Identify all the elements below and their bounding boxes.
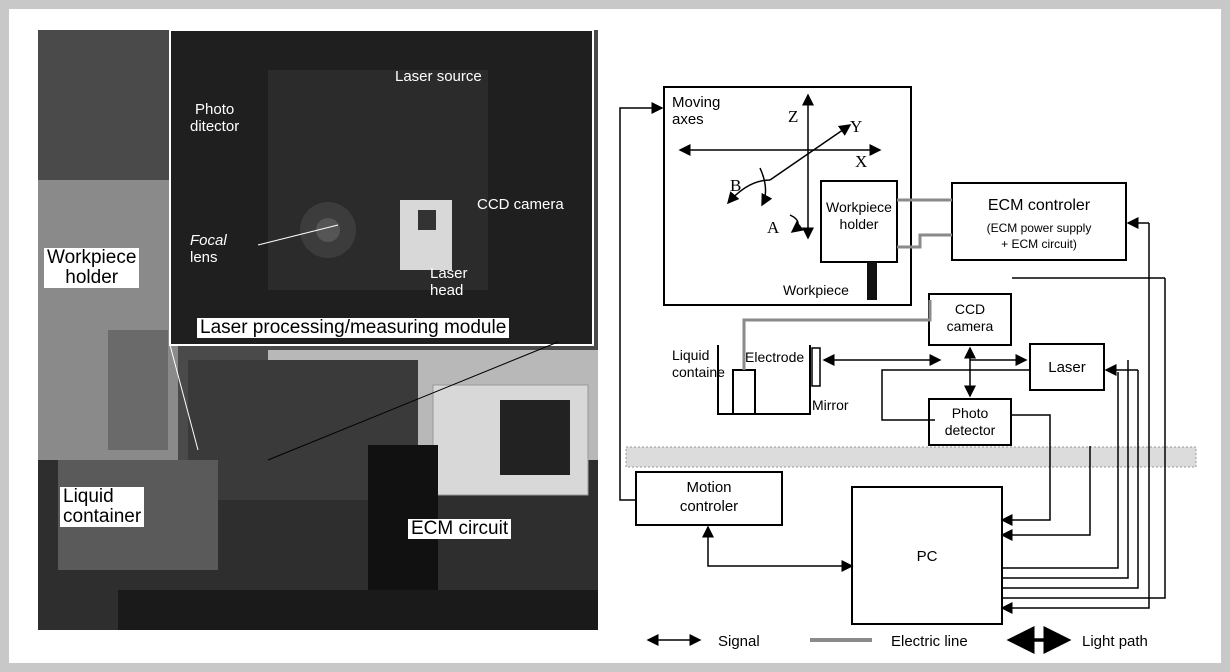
ecm-controler-sub2: + ECM circuit) <box>1001 237 1077 251</box>
electrode-label: Electrode <box>745 349 804 365</box>
workpiece-holder-label-2: holder <box>840 216 879 232</box>
axis-z-label: Z <box>788 107 798 126</box>
photo-detector-label: Photo <box>952 405 989 421</box>
moving-axes-label: Moving <box>672 94 720 111</box>
axis-y-label: Y <box>850 117 862 136</box>
axis-b-label: B <box>730 176 741 195</box>
legend: Signal Electric line Light path <box>648 633 1148 650</box>
legend-signal: Signal <box>718 633 760 650</box>
legend-light-path: Light path <box>1082 633 1148 650</box>
workpiece-label: Workpiece <box>783 282 849 298</box>
ccd-camera-label: CCD <box>955 301 985 317</box>
mirror <box>812 348 820 386</box>
workpiece-holder-label: Workpiece <box>826 199 892 215</box>
mirror-label: Mirror <box>812 397 849 413</box>
pc-label: PC <box>917 548 938 565</box>
axis-a-label: A <box>767 218 780 237</box>
ecm-controler-sub1: (ECM power supply <box>987 221 1092 235</box>
dotted-band <box>626 447 1196 467</box>
electrode <box>733 370 755 414</box>
ccd-camera-label-2: camera <box>947 318 994 334</box>
moving-axes-label-2: axes <box>672 111 704 128</box>
motion-controler-label-2: controler <box>680 498 738 515</box>
photo-detector-label-2: detector <box>945 422 996 438</box>
axis-x-label: X <box>855 152 867 171</box>
liquid-container-label: Liquid <box>672 347 709 363</box>
liquid-container-label-2: containe <box>672 364 725 380</box>
workpiece-block <box>867 262 877 300</box>
ecm-controler-title: ECM controler <box>988 197 1091 214</box>
laser-label: Laser <box>1048 359 1086 376</box>
legend-electric-line: Electric line <box>891 633 968 650</box>
motion-controler-label: Motion <box>686 479 731 496</box>
